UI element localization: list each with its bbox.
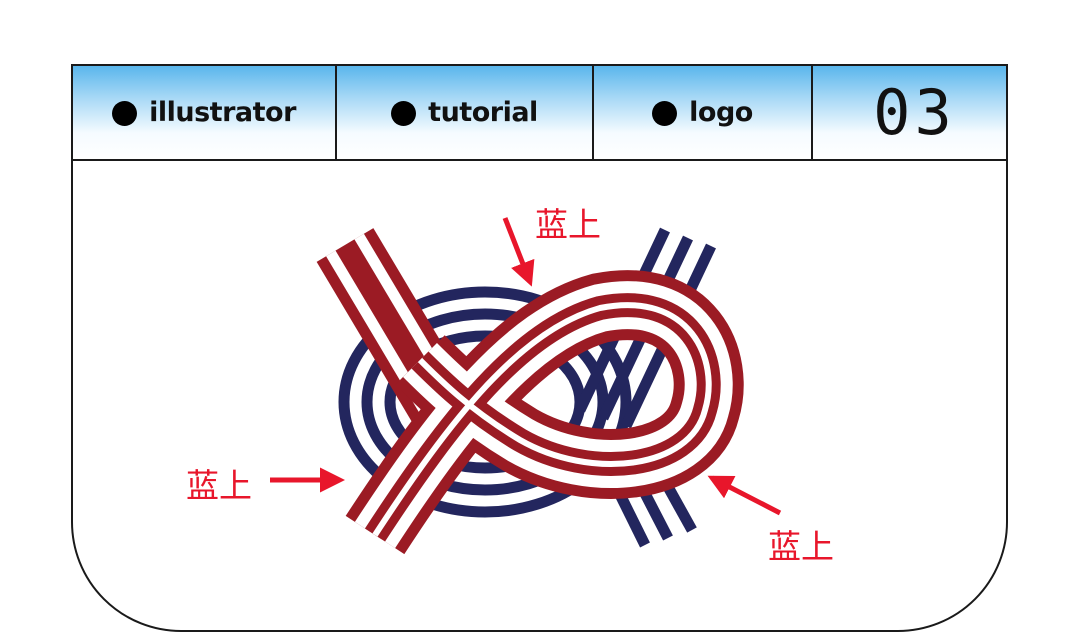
bullet-dot-icon: [391, 101, 417, 126]
bullet-dot-icon: [112, 101, 138, 126]
annotation-label-top: 蓝上: [535, 205, 601, 244]
tag-label-logo: logo: [689, 97, 753, 128]
tag-cell-tutorial: tutorial: [337, 66, 594, 159]
bullet-dot-icon: [652, 101, 678, 126]
tag-label-illustrator: illustrator: [149, 97, 296, 128]
annotation-label-right: 蓝上: [768, 527, 834, 566]
tag-cell-illustrator: illustrator: [73, 66, 337, 159]
tag-label-tutorial: tutorial: [428, 97, 538, 128]
step-number: 03: [873, 76, 956, 149]
annotation-label-left: 蓝上: [186, 466, 252, 505]
step-number-cell: 03: [813, 66, 1006, 159]
red-rope-figure-eight: [345, 270, 744, 555]
card-header: illustrator tutorial logo 03: [73, 66, 1006, 161]
arrow-top-icon: [502, 217, 535, 287]
annotation-arrows: [270, 217, 782, 516]
tutorial-card: illustrator tutorial logo 03: [71, 64, 1008, 632]
arrow-right-icon: [707, 475, 782, 516]
tag-cell-logo: logo: [594, 66, 813, 159]
